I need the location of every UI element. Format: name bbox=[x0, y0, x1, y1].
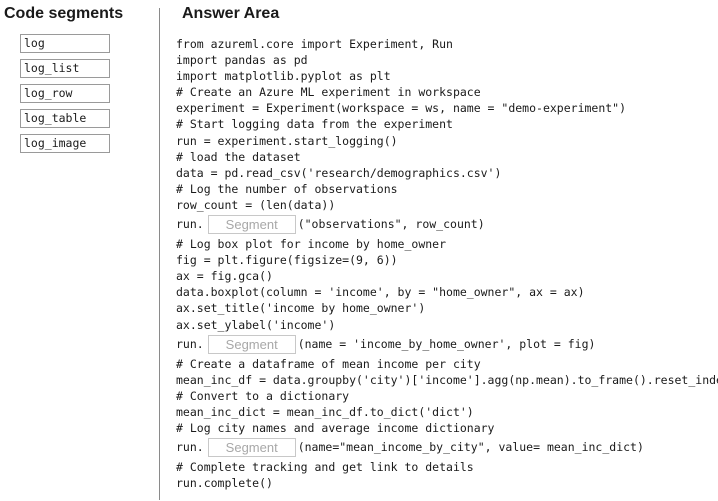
code-line: ax = fig.gca() bbox=[176, 269, 273, 284]
code-text: (name = 'income_by_home_owner', plot = f… bbox=[297, 336, 596, 351]
code-segments-heading: Code segments bbox=[4, 5, 124, 22]
code-line: # Start logging data from the experiment bbox=[176, 117, 453, 132]
code-line: ax.set_ylabel('income') bbox=[176, 317, 336, 332]
code-line: import pandas as pd bbox=[176, 53, 308, 68]
code-line-with-slot: run.Segment("observations", row_count) bbox=[176, 213, 716, 236]
code-line: # Log the number of observations bbox=[176, 181, 398, 196]
code-line: mean_inc_dict = mean_inc_df.to_dict('dic… bbox=[176, 404, 474, 419]
segment-log[interactable]: log bbox=[20, 34, 110, 53]
code-line: import matplotlib.pyplot as plt bbox=[176, 69, 391, 84]
segment-log-table[interactable]: log_table bbox=[20, 109, 110, 128]
code-line: from azureml.core import Experiment, Run bbox=[176, 37, 453, 51]
panel-divider bbox=[159, 8, 160, 500]
segment-drop-slot-2[interactable]: Segment bbox=[207, 334, 296, 354]
code-segments-list: log log_list log_row log_table log_image bbox=[20, 34, 110, 159]
code-line: # Convert to a dictionary bbox=[176, 388, 350, 403]
code-line: # load the dataset bbox=[176, 149, 301, 164]
answer-area-heading: Answer Area bbox=[182, 5, 280, 22]
code-line: fig = plt.figure(figsize=(9, 6)) bbox=[176, 253, 398, 268]
code-line: # Create an Azure ML experiment in works… bbox=[176, 85, 481, 100]
code-line: ax.set_title('income by home_owner') bbox=[176, 301, 426, 316]
code-line-with-slot: run.Segment(name="mean_income_by_city", … bbox=[176, 436, 716, 459]
code-line-with-slot: run.Segment(name = 'income_by_home_owner… bbox=[176, 333, 716, 356]
code-text: (name="mean_income_by_city", value= mean… bbox=[297, 440, 644, 455]
code-text: run. bbox=[176, 336, 204, 351]
code-line: experiment = Experiment(workspace = ws, … bbox=[176, 101, 627, 116]
code-line: row_count = (len(data)) bbox=[176, 197, 336, 212]
code-line: # Create a dataframe of mean income per … bbox=[176, 356, 481, 371]
code-line: run.complete() bbox=[176, 476, 273, 491]
segment-drop-slot-1[interactable]: Segment bbox=[207, 215, 296, 235]
code-line: # Log city names and average income dict… bbox=[176, 420, 495, 435]
code-line: data.boxplot(column = 'income', by = "ho… bbox=[176, 285, 585, 300]
code-line: # Complete tracking and get link to deta… bbox=[176, 460, 474, 475]
answer-area-code: from azureml.core import Experiment, Run… bbox=[176, 36, 718, 491]
code-line: # Log box plot for income by home_owner bbox=[176, 237, 447, 252]
code-line: data = pd.read_csv('research/demographic… bbox=[176, 165, 502, 180]
code-text: run. bbox=[176, 440, 204, 455]
code-line: run = experiment.start_logging() bbox=[176, 133, 398, 148]
code-text: run. bbox=[176, 217, 204, 232]
segment-log-row[interactable]: log_row bbox=[20, 84, 110, 103]
segment-log-image[interactable]: log_image bbox=[20, 134, 110, 153]
segment-log-list[interactable]: log_list bbox=[20, 59, 110, 78]
segment-drop-slot-3[interactable]: Segment bbox=[207, 438, 296, 458]
code-line: mean_inc_df = data.groupby('city')['inco… bbox=[176, 372, 718, 387]
code-text: ("observations", row_count) bbox=[297, 217, 485, 232]
